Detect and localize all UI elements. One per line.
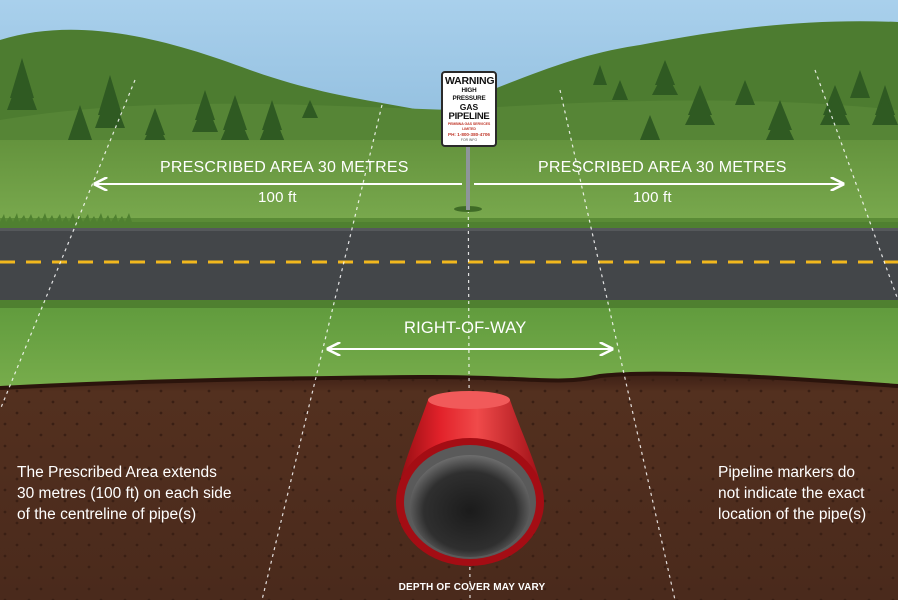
right-distance-label: 100 ft — [633, 189, 672, 206]
left-note-line: The Prescribed Area extends — [17, 464, 217, 481]
right-note: Pipeline markers do not indicate the exa… — [718, 462, 866, 525]
right-note-line: not indicate the exact — [718, 485, 865, 502]
sign-post — [466, 140, 470, 210]
warning-sign: WARNING HIGH PRESSURE GAS PIPELINE PEMBI… — [441, 71, 497, 147]
sign-line-5: PEMBINA GAS SERVICES LIMITED — [447, 122, 491, 131]
sign-line-1: WARNING — [445, 75, 495, 87]
right-prescribed-area-label: PRESCRIBED AREA 30 METRES — [538, 159, 787, 176]
sign-line-7: FOR INFO — [460, 138, 478, 142]
left-note: The Prescribed Area extends 30 metres (1… — [17, 462, 232, 525]
right-note-line: location of the pipe(s) — [718, 506, 867, 523]
left-prescribed-area-label: PRESCRIBED AREA 30 METRES — [160, 159, 409, 176]
gas-pipe — [396, 391, 544, 566]
left-note-line: of the centreline of pipe(s) — [17, 506, 197, 523]
sign-line-3: GAS — [459, 102, 479, 112]
left-note-line: 30 metres (100 ft) on each side — [17, 485, 232, 502]
sign-line-4: PIPELINE — [448, 111, 490, 122]
depth-of-cover-note: DEPTH OF COVER MAY VARY — [398, 582, 546, 593]
grass-blades-top — [0, 213, 898, 230]
left-distance-label: 100 ft — [258, 189, 297, 206]
sign-line-2: HIGH PRESSURE — [452, 87, 486, 102]
road — [0, 228, 898, 302]
right-of-way-label: RIGHT-OF-WAY — [404, 319, 527, 337]
boundary-lines — [0, 69, 898, 600]
right-note-line: Pipeline markers do — [718, 464, 855, 481]
sign-line-6: PH: 1-800-380-4706 — [448, 132, 490, 137]
